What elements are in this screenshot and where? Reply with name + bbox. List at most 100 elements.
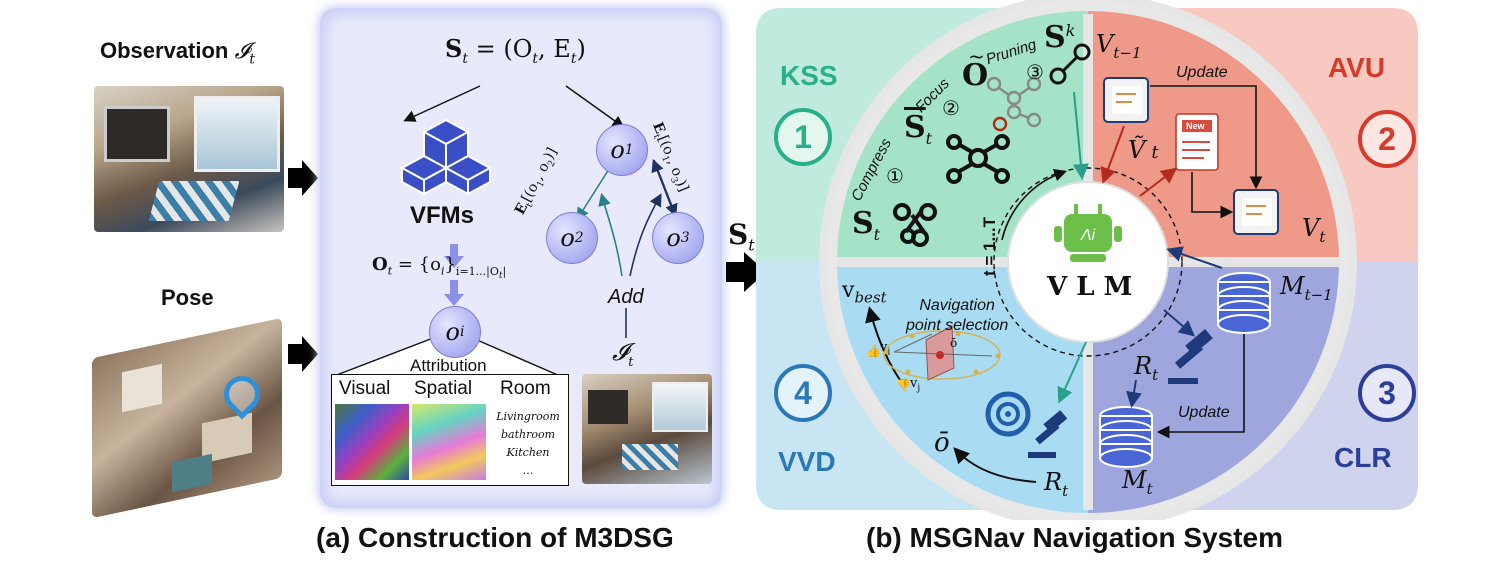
arrow-observation-icon bbox=[288, 160, 318, 196]
m-t-sub: t bbox=[1146, 479, 1153, 498]
o-bar-label: ō bbox=[934, 428, 950, 458]
caption-a: (a) Construction of M3DSG bbox=[316, 522, 674, 553]
vi-symbol: v bbox=[880, 340, 888, 355]
svg-text:Λi: Λi bbox=[1080, 227, 1096, 244]
v-prev-symbol: V bbox=[1096, 30, 1114, 58]
room-bathroom: bathroom bbox=[500, 428, 556, 441]
rt-vvd-label: Rt bbox=[1044, 468, 1068, 500]
room-more: ... bbox=[522, 464, 534, 477]
big-arrow-icon bbox=[726, 252, 766, 292]
panel-b-graphic: Λi bbox=[756, 0, 1418, 520]
thumbs-down-icon: 👎 bbox=[896, 378, 911, 392]
objects-symbol: O bbox=[372, 254, 388, 275]
v-t-sub: t bbox=[1319, 227, 1326, 246]
v-best-label: vbest bbox=[842, 278, 887, 306]
it-label: 𝓘t bbox=[612, 338, 633, 370]
o-tilde-symbol: O bbox=[962, 58, 989, 93]
vi-label: vi bbox=[880, 340, 890, 358]
clr-number: 3 bbox=[1358, 364, 1416, 422]
new-badge: New bbox=[1186, 121, 1205, 131]
st-bar-label: St bbox=[904, 110, 933, 148]
st-bar-symbol: S bbox=[904, 110, 926, 145]
v-best-symbol: v bbox=[842, 278, 855, 303]
kss-label: KSS bbox=[780, 60, 838, 91]
arrow-pose-icon bbox=[288, 336, 318, 372]
sk-label: Sk bbox=[1044, 20, 1075, 55]
sk-symbol: S bbox=[1044, 20, 1066, 55]
visual-segmentation-image bbox=[335, 404, 409, 480]
attr-visual-label: Visual bbox=[339, 378, 391, 399]
m-prev-label: Mt−1 bbox=[1280, 272, 1333, 304]
state-symbol: S bbox=[445, 34, 463, 63]
observation-title: Observation 𝓘t bbox=[100, 38, 255, 67]
rt-vvd-symbol: R bbox=[1044, 468, 1063, 496]
rt-clr-label: Rt bbox=[1134, 352, 1158, 384]
nav-selection-label: Navigation point selection bbox=[906, 296, 1008, 336]
state-equation: St = (Ot, Et) bbox=[445, 34, 586, 67]
new-observation-image bbox=[582, 374, 712, 484]
rt-vvd-sub: t bbox=[1062, 481, 1069, 500]
attr-room-label: Room bbox=[500, 378, 551, 399]
vfms-label: VFMs bbox=[410, 202, 475, 229]
node-o1-label: o bbox=[610, 136, 625, 164]
spatial-depth-image bbox=[412, 404, 486, 480]
o-tilde-label: O~ bbox=[962, 44, 989, 93]
loop-label: t = 1...T bbox=[980, 216, 999, 276]
step3-marker: ③ bbox=[1026, 62, 1044, 84]
vj-label: vj bbox=[910, 376, 920, 394]
nav-selection-line2: point selection bbox=[906, 317, 1009, 334]
observation-symbol: 𝓘 bbox=[234, 39, 250, 64]
v-tilde-sub: t bbox=[1151, 142, 1159, 163]
vfm-cubes-icon bbox=[399, 118, 493, 196]
observation-sub: t bbox=[249, 51, 256, 68]
it-symbol: 𝓘 bbox=[612, 338, 629, 366]
node-o2-label: o bbox=[560, 224, 575, 252]
v-prev-label: Vt−1 bbox=[1096, 30, 1141, 62]
state-eq-part3: ) bbox=[576, 35, 586, 63]
state-eq-part1: = (O bbox=[475, 35, 533, 63]
sk-sup: k bbox=[1065, 21, 1076, 40]
v-tilde-symbol: Ṽ bbox=[1128, 136, 1146, 164]
room-kitchen: Kitchen bbox=[506, 446, 550, 459]
room-livingroom: Livingroom bbox=[496, 410, 560, 423]
step1-marker: ① bbox=[886, 166, 904, 188]
node-o3-label: o bbox=[666, 224, 681, 252]
st-arrow-symbol: S bbox=[728, 218, 749, 251]
observation-image bbox=[94, 86, 284, 232]
rt-clr-symbol: R bbox=[1134, 352, 1153, 380]
it-sub: t bbox=[628, 354, 634, 370]
vvd-label: VVD bbox=[778, 446, 836, 477]
observation-label: Observation bbox=[100, 38, 229, 63]
st-arrow-sub: t bbox=[748, 235, 755, 255]
st-label: St bbox=[852, 206, 880, 244]
objects-eq-part1: = {o bbox=[397, 254, 441, 275]
o-bar-small-label: ō bbox=[950, 336, 958, 350]
clr-label: CLR bbox=[1334, 442, 1392, 473]
m-prev-symbol: M bbox=[1280, 272, 1305, 300]
st-symbol: S bbox=[852, 206, 874, 241]
caption-b: (b) MSGNav Navigation System bbox=[866, 522, 1283, 553]
avu-number: 2 bbox=[1358, 110, 1416, 168]
v-prev-sub: t−1 bbox=[1113, 43, 1142, 62]
vlm-label: V L M bbox=[1047, 272, 1133, 302]
objects-eq-part2: } bbox=[444, 254, 456, 275]
vvd-number: 4 bbox=[774, 364, 832, 422]
m-t-symbol: M bbox=[1122, 466, 1147, 494]
nav-selection-line1: Navigation bbox=[919, 297, 995, 314]
pose-image bbox=[82, 308, 292, 518]
room-list: Livingroom bathroom Kitchen ... bbox=[492, 408, 564, 480]
state-eq-part2: , E bbox=[538, 35, 571, 63]
objects-sub-end: | bbox=[502, 264, 507, 278]
st-arrow-label: St bbox=[728, 218, 755, 255]
attribution-label: Attribution bbox=[410, 356, 487, 375]
m-prev-sub: t−1 bbox=[1304, 285, 1333, 304]
vi-sub: i bbox=[887, 347, 891, 358]
m-t-label: Mt bbox=[1122, 466, 1153, 498]
v-t-symbol: V bbox=[1302, 214, 1320, 242]
vj-symbol: v bbox=[910, 376, 918, 391]
